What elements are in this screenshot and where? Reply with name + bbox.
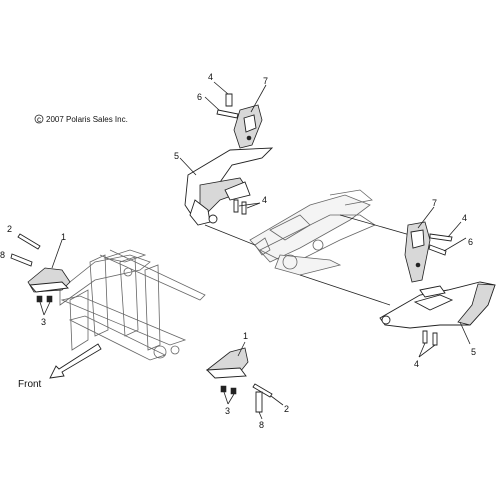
bottom-bolt-8 <box>255 391 263 413</box>
right-bolt-6 <box>428 244 447 256</box>
callout-top-5: 5 <box>174 151 179 161</box>
left-mount-assembly <box>10 233 71 316</box>
callout-right-4: 4 <box>462 213 467 223</box>
callout-left-2: 2 <box>7 224 12 234</box>
front-label: Front <box>18 379 42 390</box>
top-bolt-6 <box>216 109 239 119</box>
copyright-text: 2007 Polaris Sales Inc. <box>46 115 128 124</box>
bottom-nut-3a <box>220 385 227 393</box>
callout-right-4b: 4 <box>414 359 419 369</box>
callout-labels: 4 6 7 5 4 2 1 8 3 7 4 6 4 5 1 3 2 8 <box>0 72 476 430</box>
frame-assembly <box>59 189 411 361</box>
svg-text:c: c <box>37 115 41 124</box>
bottom-mount-assembly <box>205 341 284 420</box>
callout-right-7: 7 <box>432 198 437 208</box>
top-bolt-4b-b <box>241 201 247 215</box>
callout-right-5: 5 <box>471 347 476 357</box>
callout-top-7: 7 <box>263 76 268 86</box>
callout-bottom-8: 8 <box>259 420 264 430</box>
callout-top-6: 6 <box>197 92 202 102</box>
front-direction-arrow: Front <box>18 343 102 390</box>
right-bracket-assembly <box>379 206 496 358</box>
bottom-bolt-2 <box>252 383 273 398</box>
callout-left-1: 1 <box>61 232 66 242</box>
right-bolt-4b-b <box>432 332 438 346</box>
callout-top-4b: 4 <box>262 195 267 205</box>
callout-right-6: 6 <box>468 237 473 247</box>
bottom-nut-3b <box>230 387 237 395</box>
callout-top-4: 4 <box>208 72 213 82</box>
callout-bottom-3: 3 <box>225 406 230 416</box>
right-bolt-4 <box>429 233 453 242</box>
top-bolt-4 <box>225 93 233 107</box>
copyright-notice: c 2007 Polaris Sales Inc. <box>34 114 128 124</box>
left-nut-3b <box>46 295 53 303</box>
left-bolt-8 <box>10 253 33 267</box>
left-nut-3a <box>36 295 43 303</box>
top-bolt-4b-a <box>233 199 239 213</box>
left-bolt-2 <box>17 233 41 250</box>
front-arrow-icon <box>49 343 102 379</box>
callout-bottom-1: 1 <box>243 331 248 341</box>
callout-bottom-2: 2 <box>284 404 289 414</box>
top-bracket-assembly <box>179 81 274 226</box>
callout-left-8: 8 <box>0 250 5 260</box>
callout-left-3: 3 <box>41 317 46 327</box>
right-bolt-4b-a <box>422 330 428 344</box>
